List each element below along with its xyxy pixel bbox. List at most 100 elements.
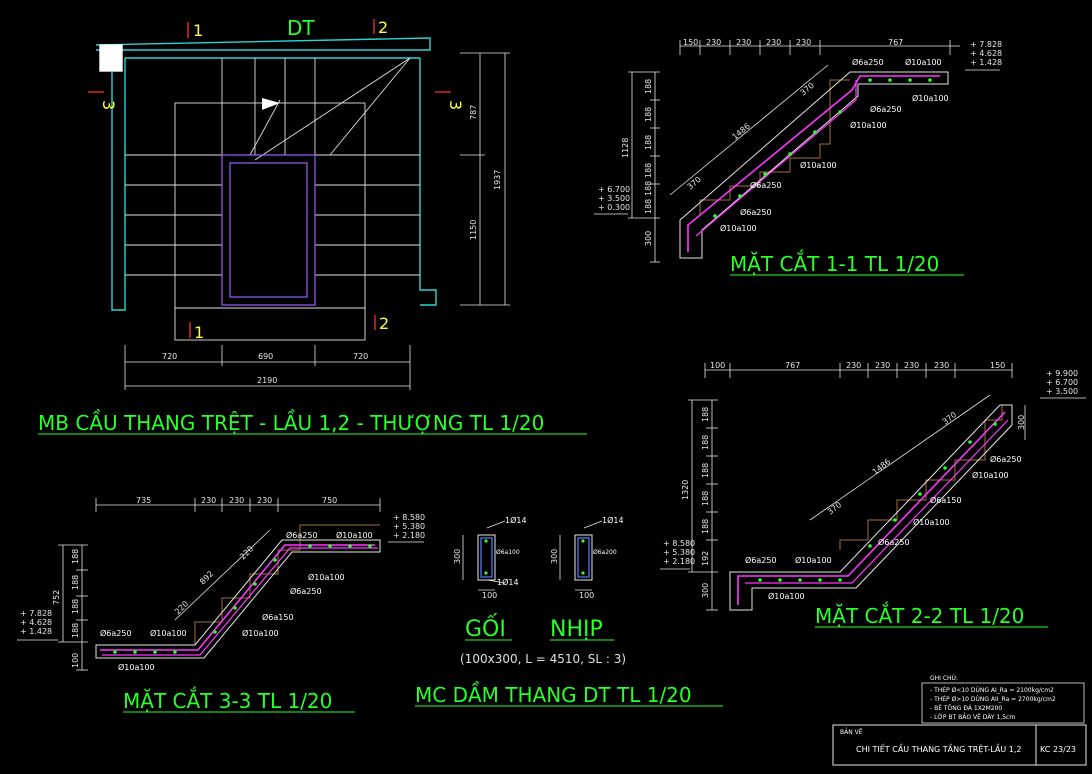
s11-diag-370-top: 370 [799, 81, 816, 98]
beam-support-bottom-bar [484, 571, 488, 575]
cut-label-3-right: 3 [446, 100, 465, 110]
s33-rebar-label-7: Ø6a250 [100, 628, 132, 638]
s22-left-188-e: 188 [701, 519, 710, 534]
plan-dim-690: 690 [258, 352, 273, 361]
s22-diag-370-bottom: 370 [826, 500, 844, 517]
s11-left-300: 300 [644, 231, 653, 246]
s11-rebar-label-8: Ø6a250 [740, 207, 772, 217]
s11-diag-370-bottom: 370 [686, 175, 703, 192]
s11-rebar-label-2: Ø10a100 [905, 57, 942, 67]
s11-rebar-label-4: Ø10a100 [912, 93, 949, 103]
notes-line-2: - THÉP Ø>10 DÙNG AII_Ra = 2700kg/cm2 [930, 695, 1056, 703]
s11-left-188-a: 188 [644, 79, 653, 94]
s11-dim-150: 150 [683, 38, 698, 47]
s22-rebar-label-7: Ø10a100 [972, 470, 1009, 480]
beam-span-height: 300 [550, 549, 559, 564]
s22-rebar-label-3: Ø6a150 [930, 495, 962, 505]
s11-dim-230-c: 230 [766, 38, 781, 47]
notes-block: GHI CHÚ: - THÉP Ø<10 DÙNG AI_Ra = 2100kg… [921, 675, 1085, 724]
beam-label-support: GỐI [465, 613, 506, 642]
s11-diagonal-dim [669, 64, 829, 196]
s22-level-bottom-1: + 8.580 [663, 539, 695, 548]
s11-dims-left [628, 71, 660, 263]
s11-dim-230-a: 230 [706, 38, 721, 47]
s33-diag-220-bottom: 220 [173, 599, 190, 616]
cut-label-1-top: 1 [193, 21, 203, 40]
plan-walls [95, 37, 437, 311]
s22-diag-1486: 1486 [871, 457, 893, 477]
s11-level-bottom-1: + 6.700 [598, 185, 630, 194]
s22-rebar-label-8: Ø10a100 [768, 591, 805, 601]
beam-span-stirrup [577, 537, 590, 578]
s11-level-bottom-2: + 3.500 [598, 194, 630, 203]
s11-rebar-label-5: Ø10a100 [850, 120, 887, 130]
arrow-icon [262, 98, 280, 110]
s11-level-top-1: + 7.828 [970, 40, 1002, 49]
plan-dim-720-left: 720 [162, 352, 177, 361]
notes-line-4: - LỚP BT BẢO VỆ DÀY 1,5cm [930, 713, 1015, 721]
s22-rebar-label-2: Ø10a100 [795, 555, 832, 565]
plan-dims-bottom [124, 345, 411, 390]
plan-dim-total: 2190 [257, 376, 277, 385]
s22-dims-top [704, 363, 1013, 378]
beam-span-section [574, 534, 593, 581]
title-block-frame [832, 724, 1087, 766]
plan-dim-1150: 1150 [469, 220, 478, 240]
stair-plan: DT 1 2 1 2 3 3 787 1937 1150 [38, 16, 587, 435]
beam-support-section [477, 534, 496, 581]
s33-rebar-label-1: Ø6a250 [286, 530, 318, 540]
cut-label-2-bottom: 2 [379, 314, 389, 333]
notes-frame [921, 682, 1085, 724]
s11-dims-top [679, 40, 960, 55]
s22-rebar-label-1: Ø6a250 [745, 555, 777, 565]
section-2-2: 100 767 230 230 230 230 150 188 188 188 … [660, 361, 1086, 628]
s33-level-left-1: + 7.828 [20, 609, 52, 618]
s22-rebar-dots [758, 422, 997, 582]
s11-level-top-3: + 1.428 [970, 58, 1002, 67]
plan-dim-1937: 1937 [493, 170, 502, 190]
beam-span-stirrup-label: Ø6a200 [593, 549, 617, 556]
s33-level-right-2: + 5.380 [393, 522, 425, 531]
s11-slab [679, 71, 949, 259]
s11-left-188-e: 188 [644, 181, 653, 196]
beam-support-top-bar [484, 539, 488, 543]
beam-span-top-bar [581, 539, 585, 543]
s22-level-top-3: + 3.500 [1046, 387, 1078, 396]
s22-left-188-a: 188 [701, 407, 710, 422]
s33-slab [95, 539, 381, 659]
s33-rebar-label-9: Ø10a100 [118, 662, 155, 672]
s22-rebar-secondary [745, 419, 1009, 584]
s11-left-188-b: 188 [644, 107, 653, 122]
plan-steps [125, 57, 420, 341]
s22-dim-230-d: 230 [934, 361, 949, 370]
s33-level-right-1: + 8.580 [393, 513, 425, 522]
beam-support-stirrup [480, 537, 493, 578]
cut-label-1-bottom: 1 [194, 323, 204, 342]
s11-title: MẶT CẮT 1-1 TL 1/20 [730, 250, 939, 276]
s11-rebar-main [687, 75, 940, 252]
beam-support-width: 100 [482, 591, 497, 600]
s33-rebar-label-2: Ø10a100 [336, 530, 373, 540]
s22-left-192: 192 [701, 551, 710, 566]
plan-title: MB CẦU THANG TRỆT - LẦU 1,2 - THƯỢNG TL … [38, 410, 544, 435]
beam-title: MC DẦM THANG DT TL 1/20 [415, 682, 692, 707]
s33-rebar-label-8: Ø10a100 [150, 628, 187, 638]
s22-rebar-label-5: Ø6a250 [878, 537, 910, 547]
s11-dim-230-d: 230 [796, 38, 811, 47]
beam-sections: 1Ø14 1Ø14 Ø6a100 1Ø14 Ø6a200 300 300 100… [415, 515, 723, 707]
plan-dim-720-right: 720 [353, 352, 368, 361]
s22-dims-left [688, 399, 718, 611]
s33-dim-735: 735 [136, 496, 151, 505]
s22-level-bottom-3: + 2.180 [663, 557, 695, 566]
s33-left-188-b: 188 [71, 575, 80, 590]
s33-rebar-dots [113, 544, 372, 654]
s22-rebar-label-4: Ø10a100 [913, 517, 950, 527]
s11-steps [699, 79, 850, 215]
title-block-drawing-name: CHI TIẾT CẦU THANG TẦNG TRỆT-LẦU 1,2 [856, 742, 1021, 755]
beam-span-top-bar-label: 1Ø14 [602, 515, 624, 525]
s22-dim-150: 150 [990, 361, 1005, 370]
s11-left-188-d: 188 [644, 163, 653, 178]
s11-rebar-label-7: Ø6a250 [750, 180, 782, 190]
s33-level-right-3: + 2.180 [393, 531, 425, 540]
title-block: BẢN VẼ CHI TIẾT CẦU THANG TẦNG TRỆT-LẦU … [832, 724, 1087, 766]
